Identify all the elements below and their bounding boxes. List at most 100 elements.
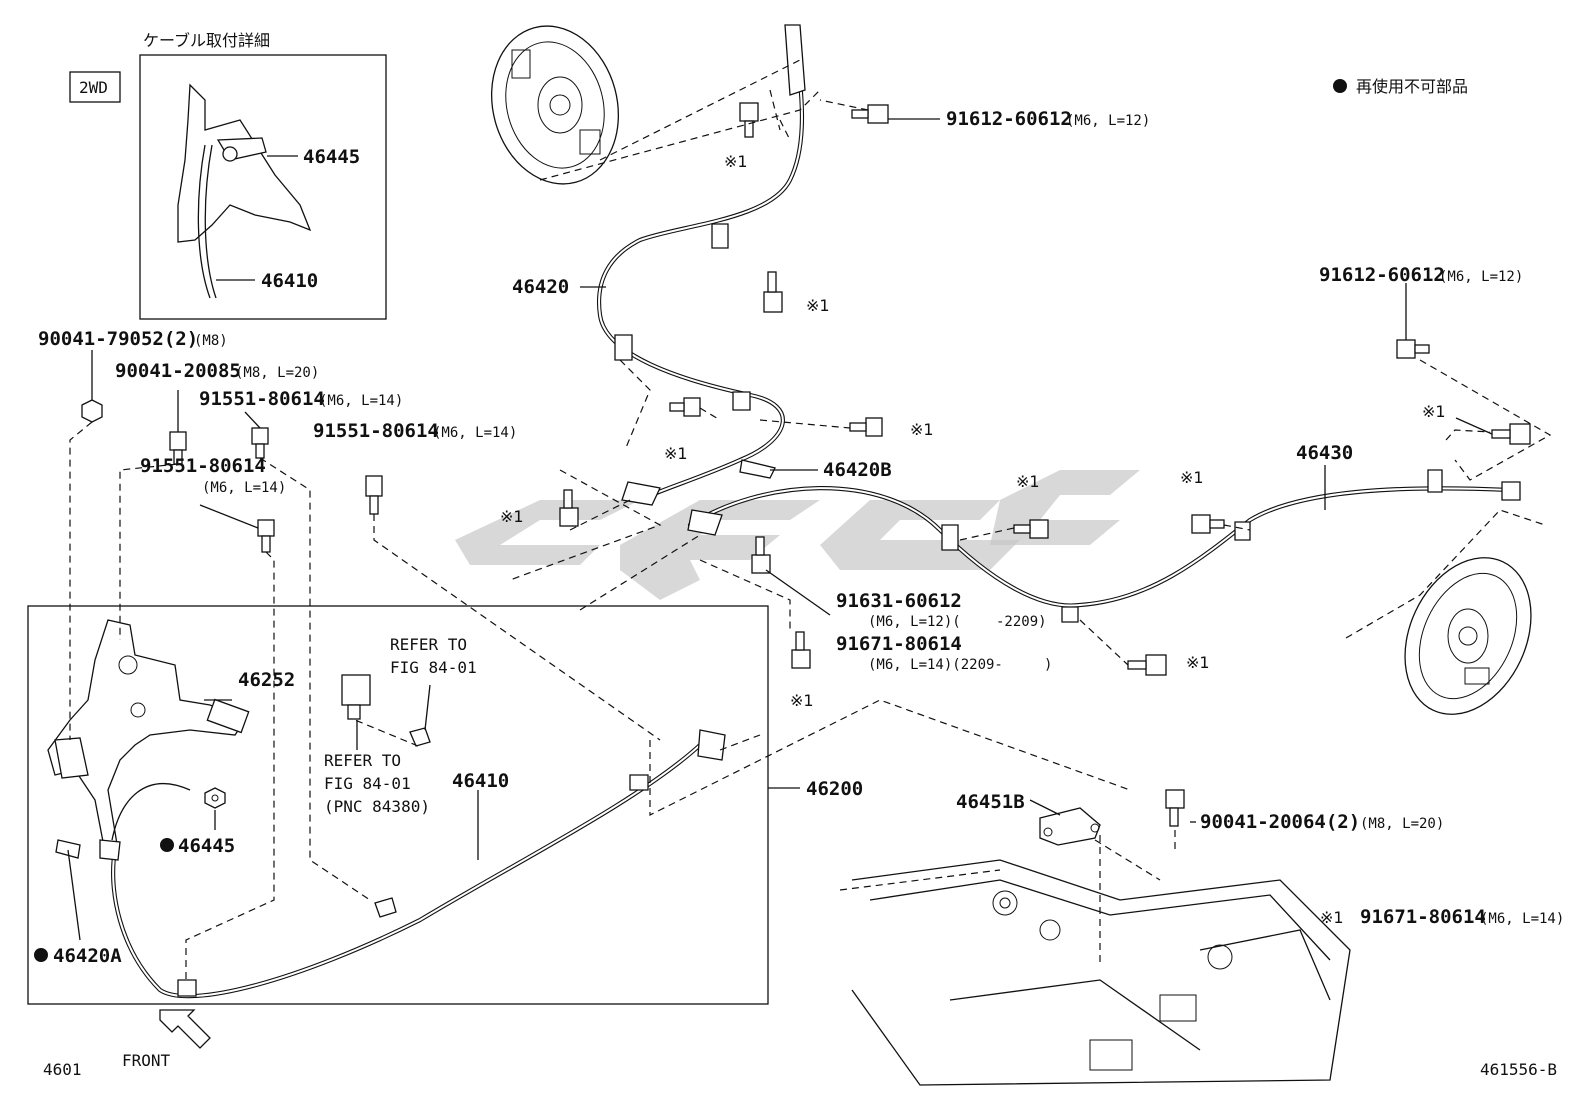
fastener-label-f2: 90041-20085 (M8, L=20) [115,360,319,382]
svg-text:(M6, L=12): (M6, L=12) [1439,269,1523,285]
svg-text:(M6, L=14): (M6, L=14) [433,425,517,441]
svg-text:※1: ※1 [1180,468,1204,487]
note-marks: ※1 ※1 ※1 ※1 ※1 ※1 ※1 ※1 ※1 ※1 [500,152,1446,710]
svg-text:※1: ※1 [910,420,934,439]
drawing-code: 461556-B [1480,1060,1557,1079]
svg-text:46420: 46420 [512,276,569,298]
bolt-icon [739,102,759,138]
svg-text:FRONT: FRONT [122,1051,171,1070]
clip-46420A: 46420A [34,849,122,967]
detail-box-title: ケーブル取付詳細 [143,31,270,50]
svg-text:(M6, L=14): (M6, L=14) [1480,911,1564,927]
svg-text:46430: 46430 [1296,442,1353,464]
bolt-icon [1013,519,1049,539]
svg-text:※1: ※1 [806,296,830,315]
bracket-46451B: 46451B [956,791,1101,846]
leader-lines [91,118,1493,823]
refer-note-2: REFER TO FIG 84-01 (PNC 84380) [324,720,430,816]
svg-text:(M8): (M8) [194,333,228,349]
filled-dot-icon [160,838,174,852]
svg-text:※1: ※1 [500,507,524,526]
left-brake-backing-plate [490,25,620,185]
refer-note-1: REFER TO FIG 84-01 [390,635,477,677]
legend-non-reusable: 再使用不可部品 [1333,77,1468,96]
svg-text:2WD: 2WD [79,78,108,97]
right-brake-backing-plate [1404,557,1532,715]
fastener-label-f5: 91551-80614 (M6, L=14) [313,420,517,442]
svg-text:※1: ※1 [724,152,748,171]
svg-text:46420A: 46420A [53,945,122,967]
svg-text:91551-80614: 91551-80614 [140,455,266,477]
svg-text:90041-79052(2): 90041-79052(2) [38,328,198,350]
cable-detail-box: ケーブル取付詳細 46445 46410 [139,31,387,320]
svg-text:FIG 84-01: FIG 84-01 [390,658,477,677]
bolt-icon [849,417,883,437]
svg-text:-2209): -2209) [996,614,1047,630]
front-arrow-icon [159,1009,211,1049]
front-indicator: FRONT [122,1009,211,1070]
bolt-icon [251,427,269,459]
fastener-label-f8: 91631-60612 (M6, L=12)( -2209) [836,590,1047,630]
bolt-icon [365,475,383,515]
svg-text:(M6, L=14): (M6, L=14) [319,393,403,409]
svg-text:91671-80614: 91671-80614 [836,633,962,655]
bolt-icon [669,397,701,417]
bolt-icon [1165,789,1185,827]
bolts [81,102,1531,827]
svg-text:91551-80614: 91551-80614 [199,388,325,410]
bolt-icon [763,271,783,313]
dashed-guides [69,59,1552,980]
svg-text:(PNC 84380): (PNC 84380) [324,797,430,816]
svg-text:※1: ※1 [664,444,688,463]
bolt-icon [791,631,811,669]
bolt-icon [559,489,579,527]
svg-text:REFER TO: REFER TO [390,635,467,654]
connector-icon [341,674,371,720]
bolt-icon [1491,423,1531,445]
fastener-label-f7: 91612-60612 (M6, L=12) [1319,264,1523,286]
clip-icon [409,727,431,747]
svg-text:※1: ※1 [1016,472,1040,491]
svg-text:46252: 46252 [238,669,295,691]
bolt-icon [1191,514,1225,534]
svg-text:FIG 84-01: FIG 84-01 [324,774,411,793]
bolt-icon [851,104,889,124]
svg-text:46410: 46410 [452,770,509,792]
cable-46410: 46410 [55,729,726,999]
svg-text:46200: 46200 [806,778,863,800]
bolt-icon [751,536,771,574]
bolt-icon [257,519,275,553]
svg-text:※1: ※1 [1320,908,1344,927]
svg-text:再使用不可部品: 再使用不可部品 [1356,77,1468,96]
svg-text:(M6, L=12): (M6, L=12) [1066,113,1150,129]
svg-text:(M6, L=14)(2209-: (M6, L=14)(2209- [868,657,1003,673]
detail-part-46410: 46410 [261,270,318,292]
svg-text:91612-60612: 91612-60612 [946,108,1072,130]
svg-text:(M6, L=14): (M6, L=14) [202,480,286,496]
footnote: ※1 91671-80614 (M6, L=14) [1320,906,1564,928]
svg-text:46445: 46445 [178,835,235,857]
svg-text:91631-60612: 91631-60612 [836,590,962,612]
svg-text:※1: ※1 [1422,402,1446,421]
figure-code: 4601 [43,1060,82,1079]
bolt-icon [81,399,103,423]
nut-46445: 46445 [160,787,235,857]
filled-dot-icon [1333,79,1347,93]
svg-text:※1: ※1 [790,691,814,710]
svg-text:91551-80614: 91551-80614 [313,420,439,442]
detail-part-46445: 46445 [303,146,360,168]
cable-46420 [596,24,806,506]
svg-text:91671-80614: 91671-80614 [1360,906,1486,928]
assembly-box-46200: 46200 [27,605,863,1005]
svg-text:46420B: 46420B [823,459,892,481]
fastener-label-f1: 90041-79052(2) (M8) [38,328,228,350]
variant-badge: 2WD [69,71,121,103]
svg-text:※1: ※1 [1186,653,1210,672]
cable-46430 [687,459,1521,623]
svg-text:): ) [1044,657,1052,673]
svg-text:46451B: 46451B [956,791,1025,813]
parking-brake-pedal: 46252 [47,619,295,853]
fastener-label-f6: 91612-60612 (M6, L=12) [946,108,1150,130]
bolt-icon [1127,654,1167,676]
